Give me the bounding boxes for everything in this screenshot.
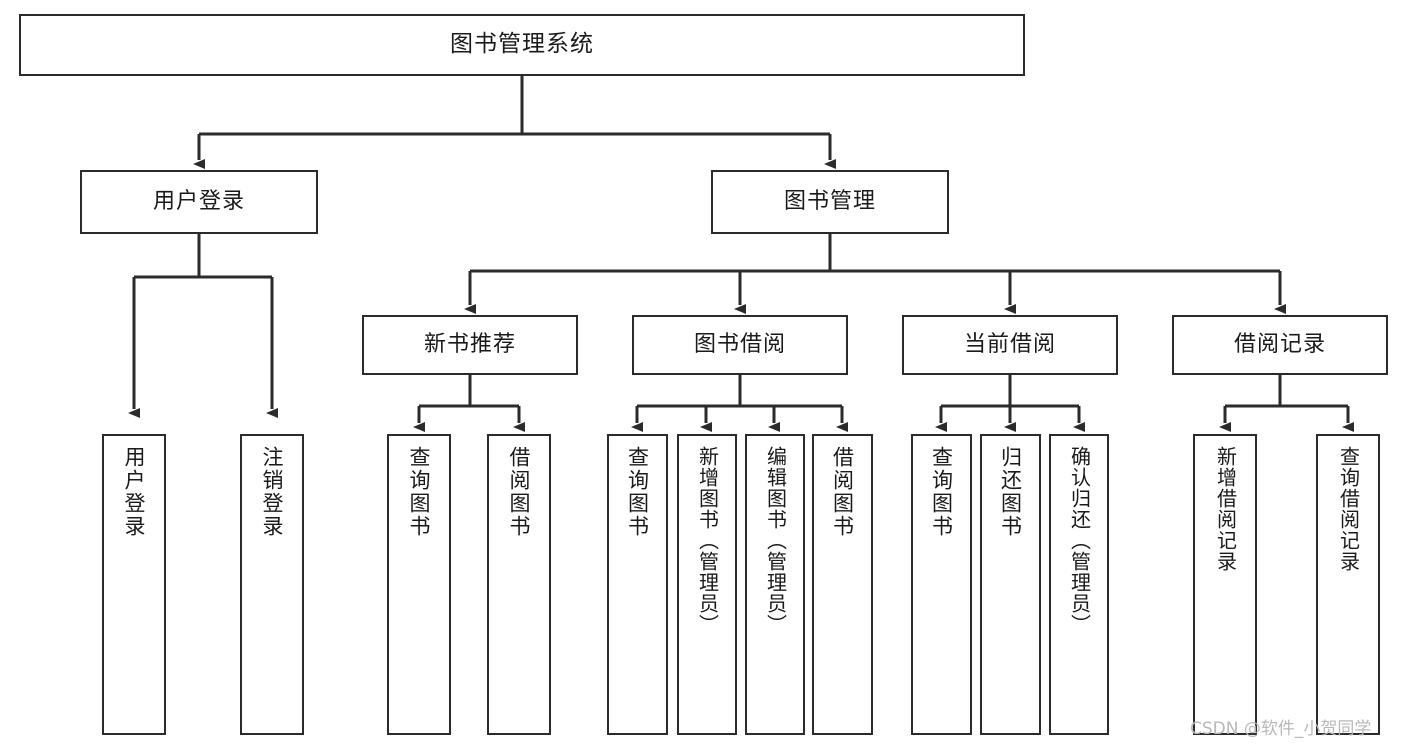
node-label: 编辑图书（管理员） <box>763 446 788 635</box>
node-current-borrow[interactable]: 当前借阅 <box>902 315 1118 375</box>
node-root-book-management-system[interactable]: 图书管理系统 <box>19 14 1025 76</box>
node-label: 图书管理系统 <box>450 31 594 58</box>
node-label: 查询借阅记录 <box>1336 446 1361 572</box>
leaf-return-book[interactable]: 归还图书 <box>980 434 1041 735</box>
node-book-management[interactable]: 图书管理 <box>711 170 949 234</box>
node-label: 用户登录 <box>152 189 245 215</box>
leaf-add-borrow-record[interactable]: 新增借阅记录 <box>1193 434 1257 735</box>
node-new-book-recommend[interactable]: 新书推荐 <box>362 315 578 375</box>
leaf-user-login[interactable]: 用户登录 <box>102 434 166 735</box>
node-label: 归还图书 <box>998 446 1023 538</box>
leaf-borrow-book-new-book[interactable]: 借阅图书 <box>487 434 551 735</box>
node-label: 确认归还（管理员） <box>1067 446 1092 635</box>
node-book-borrow[interactable]: 图书借阅 <box>632 315 848 375</box>
leaf-query-book-new-book[interactable]: 查询图书 <box>387 434 451 735</box>
node-label: 当前借阅 <box>963 332 1056 358</box>
node-label: 查询图书 <box>625 446 650 538</box>
csdn-watermark: CSDN @软件_小贺同学 <box>1190 719 1372 739</box>
node-label: 新增图书（管理员） <box>695 446 720 635</box>
node-label: 借阅图书 <box>507 446 532 538</box>
node-label: 注销登录 <box>260 446 285 538</box>
node-label: 新增借阅记录 <box>1213 446 1238 572</box>
leaf-query-borrow-record[interactable]: 查询借阅记录 <box>1316 434 1380 735</box>
node-label: 借阅图书 <box>830 446 855 538</box>
leaf-borrow-book-borrow[interactable]: 借阅图书 <box>812 434 873 735</box>
node-label: 查询图书 <box>407 446 432 538</box>
node-label: 查询图书 <box>929 446 954 538</box>
leaf-query-book-borrow[interactable]: 查询图书 <box>607 434 668 735</box>
leaf-user-logout[interactable]: 注销登录 <box>240 434 304 735</box>
leaf-edit-book-admin[interactable]: 编辑图书（管理员） <box>745 434 805 735</box>
leaf-add-book-admin[interactable]: 新增图书（管理员） <box>677 434 737 735</box>
node-label: 图书管理 <box>783 189 876 215</box>
leaf-confirm-return-admin[interactable]: 确认归还（管理员） <box>1049 434 1109 735</box>
node-label: 新书推荐 <box>423 332 516 358</box>
node-label: 图书借阅 <box>693 332 786 358</box>
node-user-login[interactable]: 用户登录 <box>80 170 318 234</box>
node-label: 用户登录 <box>122 446 147 538</box>
leaf-query-book-current[interactable]: 查询图书 <box>911 434 972 735</box>
node-label: 借阅记录 <box>1233 332 1326 358</box>
node-borrow-record[interactable]: 借阅记录 <box>1172 315 1388 375</box>
